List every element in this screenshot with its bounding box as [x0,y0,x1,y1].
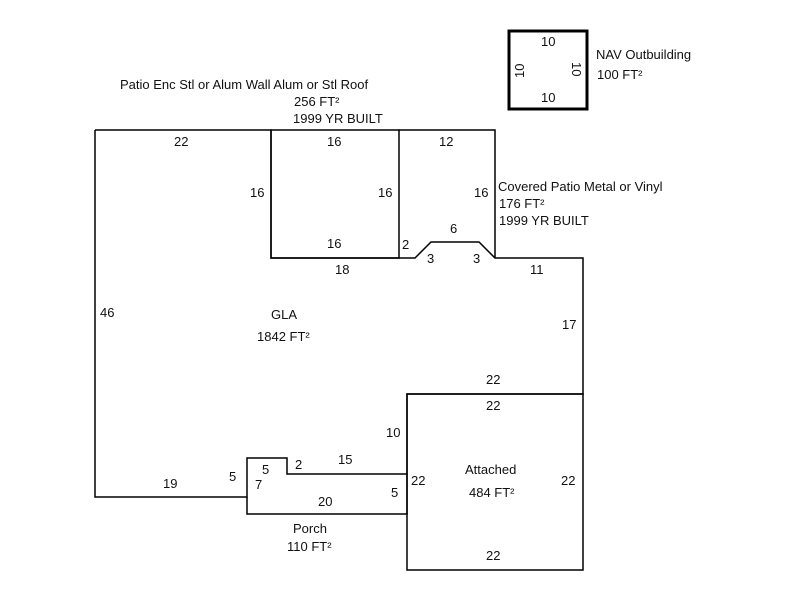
dim: 22 [486,548,500,563]
porch-label: Porch [293,521,327,536]
patio-enc-label: Patio Enc Stl or Alum Wall Alum or Stl R… [120,77,368,92]
dim: 7 [255,477,262,492]
attached-label: Attached [465,462,516,477]
nav-area: 100 FT² [597,67,643,82]
dim: 10 [512,64,527,78]
attached-area: 484 FT² [469,485,515,500]
dim: 5 [262,462,269,477]
dim: 11 [530,262,544,277]
covered-patio-outline [399,129,496,258]
dim: 19 [163,476,177,491]
dim: 10 [386,425,400,440]
dim: 5 [391,485,398,500]
dim: 16 [250,185,264,200]
nav-outbuilding-outline [507,29,589,111]
patio-enc-year: 1999 YR BUILT [293,111,383,126]
dimension-labels: 22 46 19 5 16 16 16 16 18 12 16 2 3 6 3 … [100,34,584,563]
dim: 22 [486,398,500,413]
dim: 22 [561,473,575,488]
dim: 12 [439,134,453,149]
dim: 16 [327,134,341,149]
dim: 2 [295,457,302,472]
gla-label: GLA [271,307,297,322]
patio-enclosed-outline [270,129,400,259]
dim: 2 [402,237,409,252]
covered-patio-year: 1999 YR BUILT [499,213,589,228]
dim: 10 [569,62,584,76]
dim: 10 [541,90,555,105]
dim: 3 [473,251,480,266]
covered-patio-label: Covered Patio Metal or Vinyl [498,179,663,194]
dim: 17 [562,317,576,332]
attached-garage-outline [406,393,584,571]
nav-label: NAV Outbuilding [596,47,691,62]
dim: 22 [174,134,188,149]
dim: 10 [541,34,555,49]
patio-enc-area: 256 FT² [294,94,340,109]
dim: 18 [335,262,349,277]
dim: 22 [411,473,425,488]
dim: 15 [338,452,352,467]
dim: 6 [450,221,457,236]
dim: 22 [486,372,500,387]
dim: 16 [474,185,488,200]
porch-area: 110 FT² [287,539,332,554]
dim: 3 [427,251,434,266]
dim: 20 [318,494,332,509]
covered-patio-area: 176 FT² [499,196,545,211]
gla-area: 1842 FT² [257,329,310,344]
dim: 16 [378,185,392,200]
dim: 46 [100,305,114,320]
dim: 5 [229,469,236,484]
dim: 16 [327,236,341,251]
